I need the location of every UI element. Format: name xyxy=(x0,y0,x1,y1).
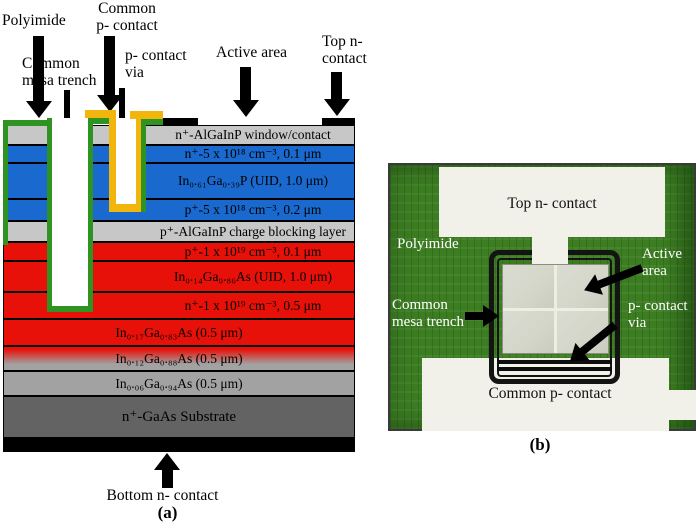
top-n-contact-bar-left xyxy=(163,118,198,126)
top-n-contact-neck xyxy=(532,235,568,264)
layer-substrate: n⁺-GaAs Substrate xyxy=(3,396,355,438)
top-n-contact-pad xyxy=(439,167,665,237)
label-b-active-area-line2: area xyxy=(642,263,667,279)
polyimide-bit-right xyxy=(146,119,166,125)
label-b-active-area-line1: Active xyxy=(642,246,682,262)
label-common-p-contact-line1: Common xyxy=(98,0,156,17)
label-active-area: Active area xyxy=(216,44,287,61)
label-top-n-contact: Top n- contact xyxy=(322,33,367,67)
label-common-p-contact-line2: p- contact xyxy=(96,17,158,34)
layer-in006: In₀.₀₆Ga₀.₉₄As (0.5 μm) xyxy=(3,371,355,396)
label-common-p-contact: Common p- contact xyxy=(88,0,166,34)
p-contact-metal-cap-right xyxy=(130,111,163,119)
label-b-polyimide: Polyimide xyxy=(397,236,459,252)
active-area-grid xyxy=(502,264,609,354)
caption-a: (a) xyxy=(157,503,178,522)
label-b-p-contact-via: p- contact via xyxy=(628,298,688,332)
label-b-active-area: Active area xyxy=(642,246,682,280)
bottom-n-contact-metal xyxy=(3,438,355,452)
label-b-p-contact-via-line1: p- contact xyxy=(628,298,688,314)
label-p-contact-via: p- contact via xyxy=(125,47,187,81)
layer-in017: In₀.₁₇Ga₀.₈₃As (0.5 μm) xyxy=(3,319,355,346)
p-contact-via-rail xyxy=(497,360,612,364)
layer-in012-graded: In₀.₁₂Ga₀.₈₈As (0.5 μm) xyxy=(3,346,355,371)
label-b-common-mesa-trench: Common mesa trench xyxy=(392,297,464,331)
p-contact-via-trench xyxy=(109,118,144,212)
common-p-contact-pad-step xyxy=(669,390,696,420)
label-top-n-contact-line2: contact xyxy=(322,50,367,67)
label-bottom-n-contact: Bottom n- contact xyxy=(106,487,219,504)
top-n-contact-bar-right xyxy=(322,118,355,126)
common-mesa-trench xyxy=(47,118,93,312)
active-quadrant xyxy=(503,310,554,353)
b-mesa-trench-arrow xyxy=(465,305,499,327)
label-b-common-mesa-trench-line1: Common xyxy=(392,297,448,313)
label-b-top-n-contact: Top n- contact xyxy=(507,195,597,212)
label-top-n-contact-line1: Top n- xyxy=(322,33,363,50)
polyimide-cap-left-column xyxy=(3,120,52,126)
label-b-common-p-contact: Common p- contact xyxy=(488,385,612,402)
p-contact-via-rail xyxy=(497,367,612,371)
polyimide-cap-middle-column xyxy=(88,118,114,124)
panel-b-micrograph: Top n- contact Polyimide Active area Com… xyxy=(388,163,696,431)
label-polyimide: Polyimide xyxy=(2,12,66,29)
label-b-p-contact-via-line2: via xyxy=(628,315,647,331)
label-p-contact-via-line1: p- contact xyxy=(125,47,187,64)
panel-a: Polyimide Common p- contact Common mesa … xyxy=(2,0,367,522)
active-quadrant xyxy=(503,265,554,308)
caption-b: (b) xyxy=(529,435,551,454)
polyimide-left-edge xyxy=(3,120,8,245)
epitaxial-layer-stack: n⁺-AlGaInP window/contact n⁺-5 x 10¹⁸ cm… xyxy=(3,110,355,452)
label-p-contact-via-line2: via xyxy=(125,64,144,81)
label-b-common-mesa-trench-line2: mesa trench xyxy=(392,314,465,330)
polyimide-via-right-wall xyxy=(141,118,146,212)
p-contact-metal-cap-left xyxy=(85,110,116,118)
